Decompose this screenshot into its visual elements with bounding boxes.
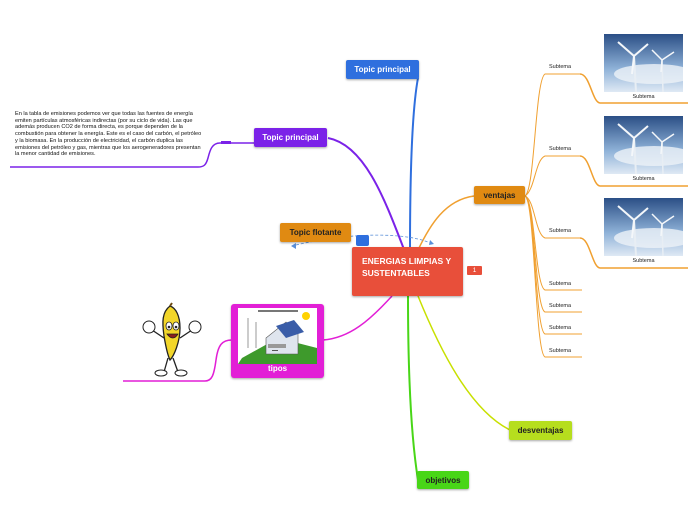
- central-topic-title: ENERGIAS LIMPIAS Y SUSTENTABLES: [362, 256, 451, 278]
- topic-principal-left[interactable]: Topic principal: [254, 128, 327, 147]
- wind-turbine-photo[interactable]: [604, 198, 683, 256]
- thumbnail-caption: Subtema: [632, 94, 655, 100]
- central-topic[interactable]: ENERGIAS LIMPIAS Y SUSTENTABLES: [352, 247, 463, 296]
- subtopic-label[interactable]: Subtema: [549, 348, 572, 354]
- solar-house-illustration: [238, 308, 317, 364]
- thumbnail-caption: Subtema: [632, 258, 655, 264]
- topic-desventajas[interactable]: desventajas: [509, 421, 572, 440]
- subtopic-label[interactable]: Subtema: [549, 303, 572, 309]
- topic-objetivos[interactable]: objetivos: [417, 471, 469, 489]
- thumbnail-caption: Subtema: [632, 176, 655, 182]
- subtopic-label[interactable]: Subtema: [549, 325, 572, 331]
- note-text: En la tabla de emisiones podemos ver que…: [15, 111, 202, 158]
- subtopic-label[interactable]: Subtema: [549, 64, 572, 70]
- subtopic-label[interactable]: Subtema: [549, 281, 572, 287]
- subtopic-label[interactable]: Subtema: [549, 146, 572, 152]
- topic-principal-top[interactable]: Topic principal: [346, 60, 419, 79]
- topic-tipos[interactable]: tipos: [231, 304, 324, 378]
- wind-turbine-photo[interactable]: [604, 34, 683, 92]
- subtopic-label[interactable]: Subtema: [549, 228, 572, 234]
- comment-badge[interactable]: 1: [467, 266, 482, 275]
- topic-ventajas[interactable]: ventajas: [474, 186, 525, 204]
- link-marker-icon: [356, 235, 369, 246]
- topic-floating[interactable]: Topic flotante: [280, 223, 351, 242]
- wind-turbine-photo[interactable]: [604, 116, 683, 174]
- banana-mascot-icon: [140, 302, 206, 383]
